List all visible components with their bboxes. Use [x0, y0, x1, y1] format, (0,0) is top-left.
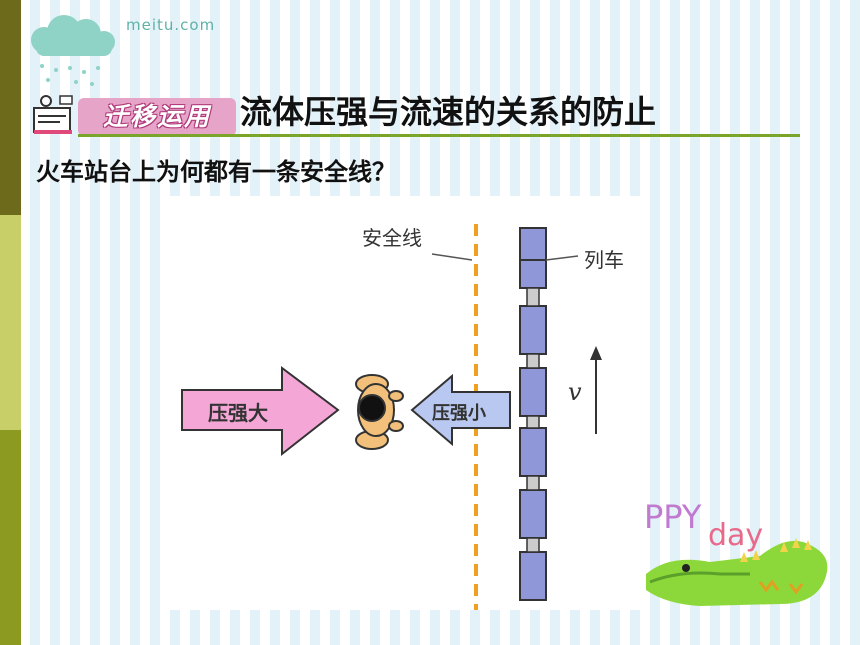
train-car [519, 259, 547, 289]
left-accent-bar [0, 0, 21, 645]
page-title: 流体压强与流速的关系的防止 [240, 93, 657, 131]
section-badge: 迁移运用 [78, 98, 236, 136]
diagram-drawing [181, 224, 602, 610]
brand-watermark: meitu.com [126, 16, 216, 34]
train-car [519, 227, 547, 261]
safety-line-leader [431, 253, 473, 261]
left-bar-middle [0, 215, 21, 430]
train-couplers [526, 287, 540, 553]
velocity-arrow-head [590, 346, 602, 360]
left-bar-bottom [0, 430, 21, 645]
train-car [519, 305, 547, 355]
train-car [519, 367, 547, 417]
teacher-desk-icon [33, 95, 73, 134]
safety-line-label: 安全线 [362, 226, 422, 250]
low-pressure-arrow [410, 373, 511, 447]
train-car [519, 427, 547, 477]
rain-cloud-icon [31, 15, 115, 86]
high-pressure-arrow [181, 366, 340, 457]
question-text: 火车站台上为何都有一条安全线？ [36, 158, 396, 186]
person-top-view [355, 374, 404, 450]
safety-line-diagram: 安全线 列车 v 压强大 压强小 [170, 196, 640, 610]
high-pressure-label: 压强大 [208, 401, 268, 425]
ppy-text: PPY [644, 498, 701, 536]
ppy-letters: PPY [644, 498, 702, 536]
train-car [519, 551, 547, 601]
train-label: 列车 [584, 248, 624, 272]
day-text: day [708, 518, 764, 553]
train-car [519, 489, 547, 539]
crocodile-icon [646, 538, 828, 606]
left-bar-top [0, 0, 21, 215]
velocity-label: v [568, 378, 582, 406]
low-pressure-label: 压强小 [432, 403, 486, 424]
badge-text: 迁移运用 [102, 102, 211, 131]
title-underline [78, 134, 800, 137]
train-label-leader [545, 255, 579, 261]
